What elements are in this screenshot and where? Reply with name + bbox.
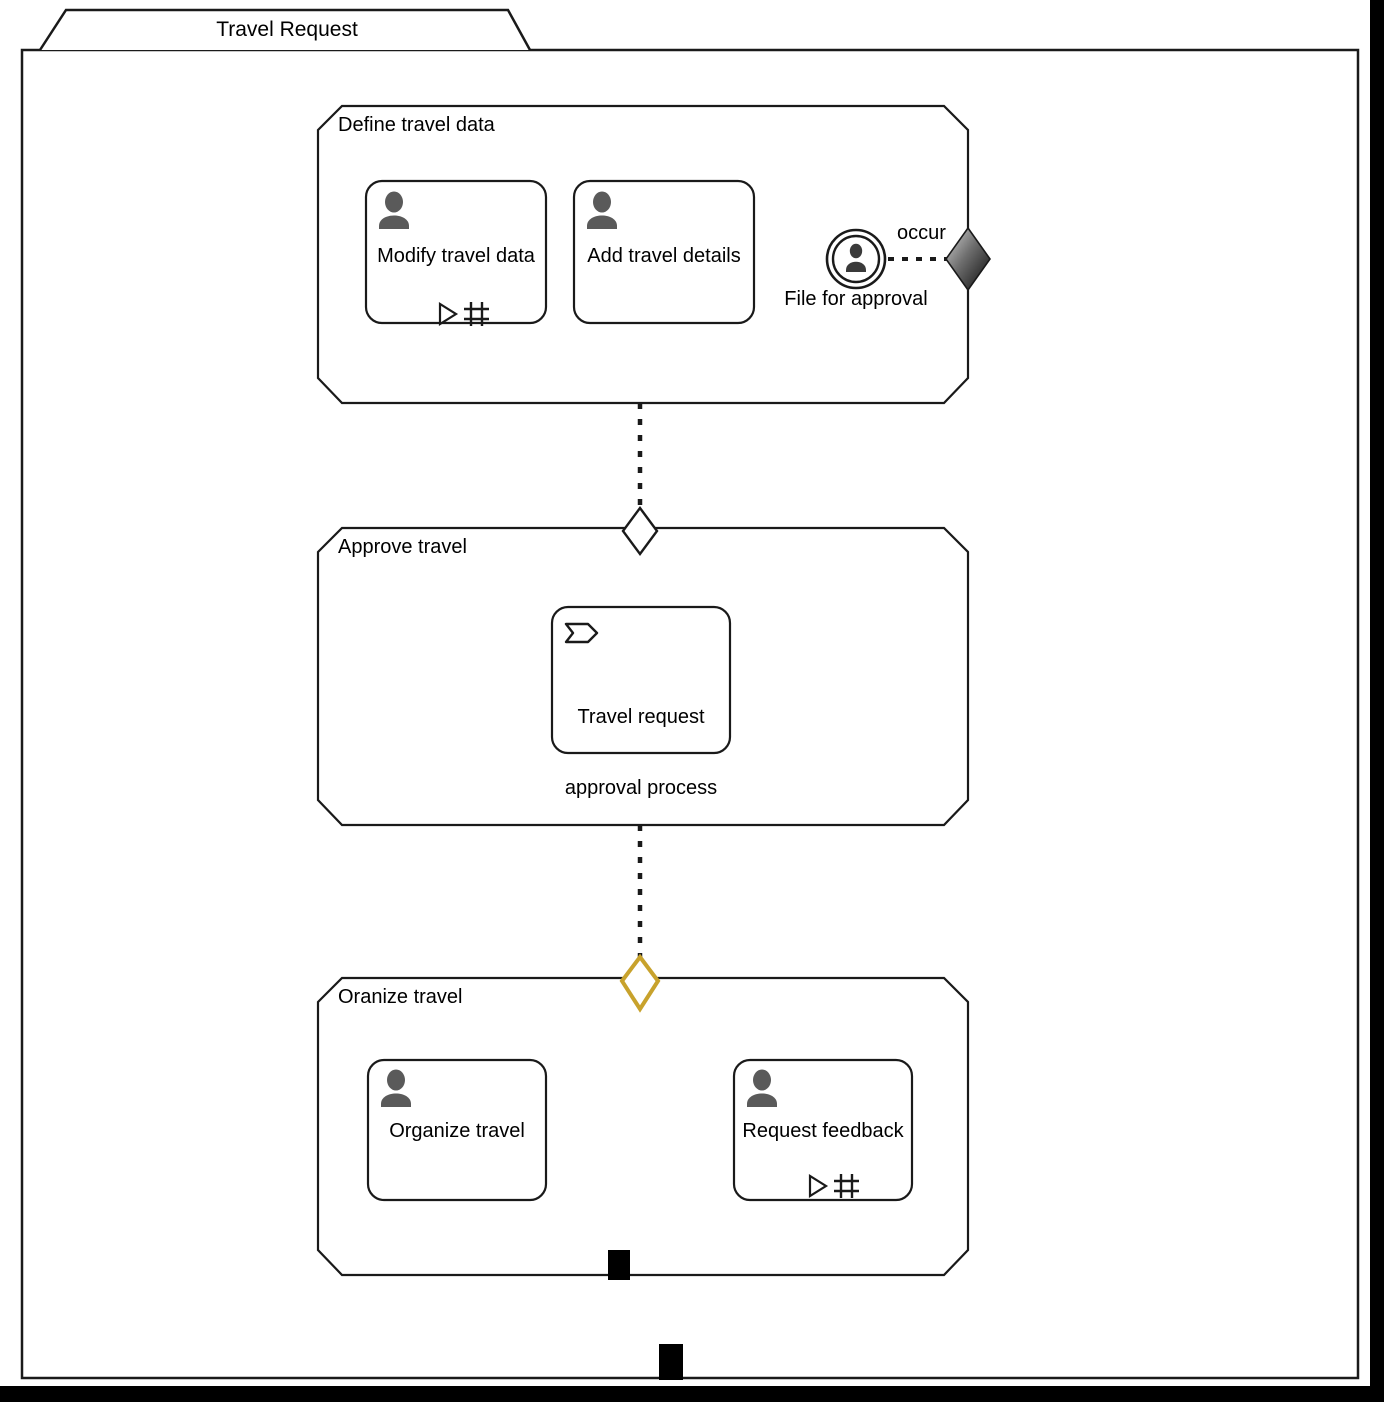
play-marker-icon	[438, 302, 459, 326]
event-inner-ring	[831, 234, 881, 284]
marker-oranize-exit[interactable]	[608, 1250, 630, 1280]
task-label-modify-travel-data: Modify travel data	[377, 245, 535, 267]
task-label-travel-request-approval-process: Travel request approval process	[547, 659, 735, 848]
group-title-approve-travel: Approve travel	[338, 536, 467, 558]
play-marker-icon	[808, 1174, 829, 1198]
pool-tab	[38, 8, 532, 51]
user-task-icon	[381, 1069, 411, 1107]
marker-pool-exit[interactable]	[659, 1344, 683, 1380]
task-label-line-1: Travel request	[577, 706, 705, 729]
group-title-oranize-travel: Oranize travel	[338, 986, 463, 1008]
user-event-icon	[846, 243, 866, 272]
gateway-approve-entry[interactable]	[621, 505, 659, 557]
call-activity-ribbon-icon	[564, 622, 599, 644]
gateway-oranize-entry[interactable]	[619, 953, 661, 1013]
user-task-icon	[587, 191, 617, 229]
task-label-add-travel-details: Add travel details	[587, 245, 741, 267]
gateway-define-exit[interactable]	[945, 226, 991, 292]
task-organize-travel[interactable]	[366, 1058, 548, 1202]
event-file-for-approval[interactable]	[825, 228, 887, 290]
task-label-organize-travel: Organize travel	[389, 1120, 525, 1142]
task-label-request-feedback: Request feedback	[742, 1120, 904, 1142]
task-request-feedback[interactable]	[732, 1058, 914, 1202]
pool-title: Travel Request	[216, 18, 358, 41]
connector-label-occur: occur	[897, 222, 946, 244]
parallel-multi-instance-icon	[834, 1174, 859, 1198]
task-label-line-2: approval process	[564, 776, 718, 799]
user-task-icon	[379, 191, 409, 229]
image-border-right	[1370, 0, 1384, 1402]
task-add-travel-details[interactable]	[572, 179, 756, 325]
task-modify-travel-data[interactable]	[364, 179, 548, 325]
image-border-bottom	[0, 1386, 1384, 1402]
user-task-icon	[747, 1069, 777, 1107]
event-label-file-for-approval: File for approval	[784, 288, 928, 310]
group-title-define-travel-data: Define travel data	[338, 114, 495, 136]
task-travel-request-approval-process[interactable]	[550, 605, 732, 755]
parallel-multi-instance-icon	[464, 302, 489, 326]
